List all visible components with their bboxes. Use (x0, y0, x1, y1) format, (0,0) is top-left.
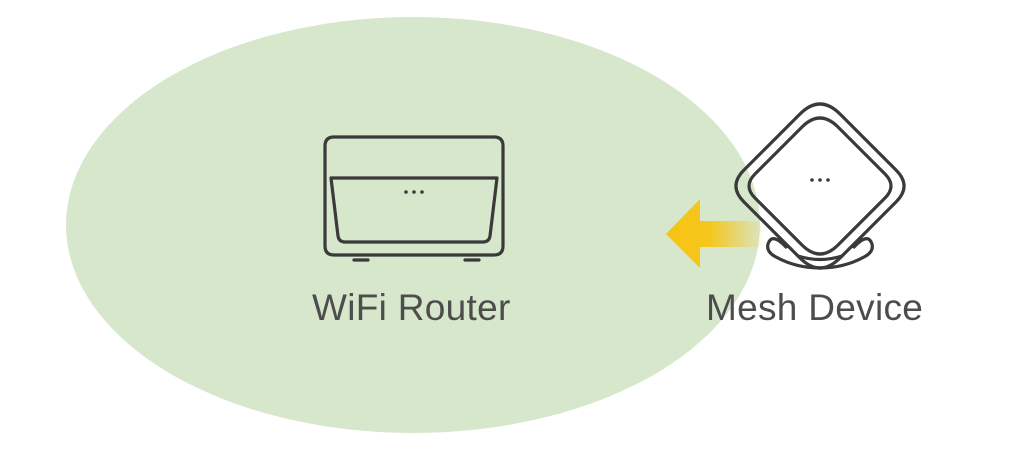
wifi-coverage-area (66, 17, 760, 433)
mesh-device-label: Mesh Device (706, 287, 924, 328)
wifi-router-icon (323, 135, 505, 262)
mesh-status-dots (810, 178, 830, 182)
router-status-dots (404, 190, 424, 194)
direction-arrow (666, 199, 762, 268)
wifi-router-label: WiFi Router (312, 287, 511, 328)
mesh-device-icon (734, 102, 906, 270)
